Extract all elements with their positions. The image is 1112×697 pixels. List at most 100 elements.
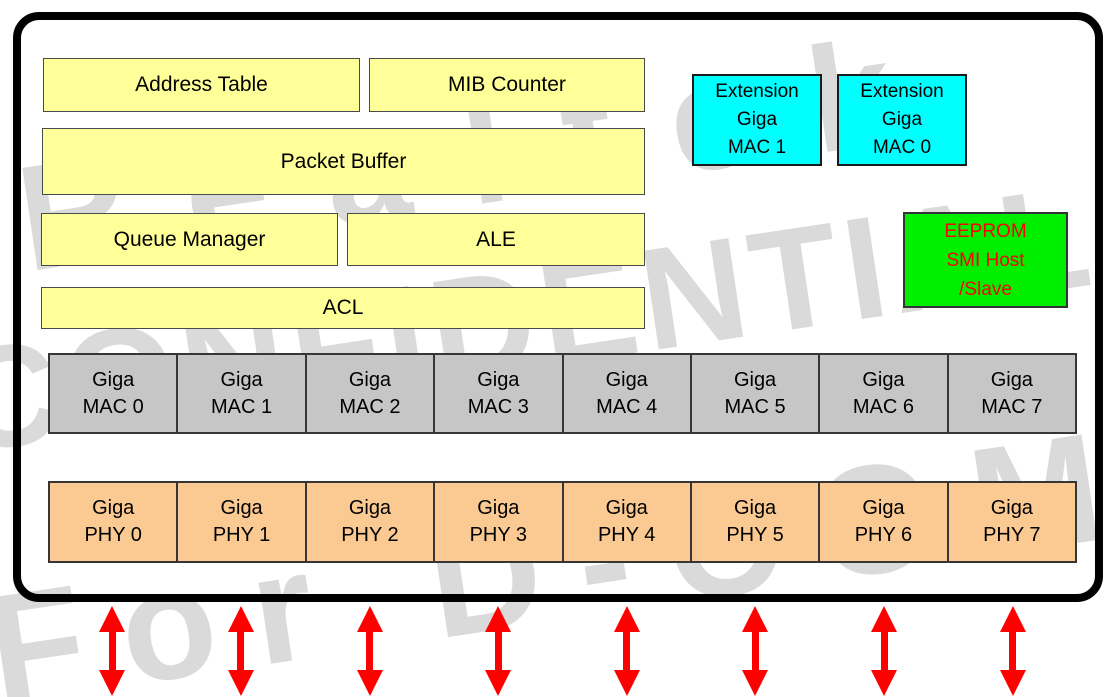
port-arrow-3 [485, 606, 512, 696]
giga-phy-cell-0-line2: PHY 0 [84, 524, 142, 546]
port-arrow-6-head-up [871, 606, 898, 632]
giga-phy-cell-6-line2: PHY 6 [854, 524, 913, 546]
port-arrow-5-shaft [751, 632, 759, 670]
port-arrow-0-head-up [99, 606, 126, 632]
giga-mac-cell-2-line1: Giga [348, 368, 392, 391]
giga-phy-cell-7-line1: Giga [990, 497, 1033, 519]
block-ale: ALE [347, 213, 645, 266]
giga-mac-cell-6-line2: MAC 6 [852, 395, 914, 418]
port-arrow-4-head-down [613, 670, 640, 696]
giga-phy-cell-3-line2: PHY 3 [469, 524, 528, 546]
port-arrow-5-head-down [742, 670, 769, 696]
port-arrow-2-head-up [356, 606, 383, 632]
giga-phy-cell-2-line1: Giga [348, 497, 392, 519]
port-arrow-4-shaft [623, 632, 631, 670]
giga-phy-cell-5-line1: Giga [733, 497, 777, 519]
extension-mac-1-line2: Giga [736, 109, 778, 130]
port-arrow-7-head-down [999, 670, 1026, 696]
giga-phy-cell-7-line2: PHY 7 [983, 524, 1041, 546]
port-arrow-2-shaft [366, 632, 374, 670]
giga-mac-cell-3-line2: MAC 3 [467, 395, 529, 418]
giga-mac-cell-7-line1: Giga [990, 368, 1033, 391]
port-arrow-1 [227, 606, 254, 696]
extension-mac-0-line3: MAC 0 [872, 137, 932, 158]
giga-mac-cell-0-line1: Giga [92, 368, 135, 391]
giga-phy-cell-1-line1: Giga [220, 497, 263, 519]
port-arrow-0 [99, 606, 126, 696]
port-arrow-2 [356, 606, 383, 696]
eeprom-line2: SMI Host [946, 249, 1025, 271]
port-arrow-7-head-up [999, 606, 1026, 632]
extension-mac-1-line3: MAC 1 [727, 137, 787, 158]
block-acl: ACL [41, 287, 645, 329]
eeprom-line3: /Slave [959, 278, 1012, 300]
port-arrow-5 [742, 606, 769, 696]
giga-mac-cell-4-line2: MAC 4 [596, 395, 658, 418]
giga-phy-cell-3-line1: Giga [477, 497, 520, 519]
giga-phy-cell-4-line1: Giga [605, 497, 648, 519]
giga-mac-cell-5-line2: MAC 5 [724, 395, 786, 418]
giga-phy-cell-4-line2: PHY 4 [597, 524, 656, 546]
port-arrow-4 [613, 606, 640, 696]
block-address-table: Address Table [43, 58, 360, 112]
giga-phy-cell-2-line2: PHY 2 [341, 524, 399, 546]
port-arrow-3-head-down [485, 670, 512, 696]
giga-mac-cell-3-line1: Giga [477, 368, 520, 391]
block-extension-giga-mac-1: Extension Giga MAC 1 [692, 74, 822, 166]
eeprom-line1: EEPROM [944, 220, 1027, 242]
port-arrow-4-head-up [613, 606, 640, 632]
extension-mac-0-line2: Giga [881, 109, 923, 130]
port-arrow-6 [871, 606, 898, 696]
port-arrow-6-head-down [871, 670, 898, 696]
giga-mac-cell-7-line2: MAC 7 [981, 395, 1043, 418]
giga-mac-cell-5-line1: Giga [733, 368, 777, 391]
block-queue-manager: Queue Manager [41, 213, 338, 266]
block-extension-giga-mac-0: Extension Giga MAC 0 [837, 74, 967, 166]
extension-mac-1-line1: Extension [715, 81, 799, 102]
giga-mac-cell-1-line2: MAC 1 [211, 395, 273, 418]
port-arrow-7 [999, 606, 1026, 696]
port-arrow-1-head-up [227, 606, 254, 632]
giga-mac-cell-2-line2: MAC 2 [339, 395, 401, 418]
giga-mac-cell-1-line1: Giga [220, 368, 263, 391]
block-packet-buffer: Packet Buffer [42, 128, 645, 195]
block-mib-counter: MIB Counter [369, 58, 645, 112]
block-eeprom-smi: EEPROM SMI Host /Slave [903, 212, 1068, 308]
extension-mac-0-line1: Extension [860, 81, 944, 102]
giga-phy-cell-6-line1: Giga [862, 497, 905, 519]
port-arrow-0-head-down [99, 670, 126, 696]
port-arrow-7-shaft [1009, 632, 1017, 670]
giga-phy-cell-0-line1: Giga [92, 497, 135, 519]
giga-phy-cell-5-line2: PHY 5 [726, 524, 784, 546]
port-arrow-6-shaft [880, 632, 888, 670]
giga-phy-cell-1-line2: PHY 1 [212, 524, 271, 546]
giga-mac-cell-4-line1: Giga [605, 368, 648, 391]
port-arrow-2-head-down [356, 670, 383, 696]
port-arrow-1-head-down [227, 670, 254, 696]
port-arrow-3-head-up [485, 606, 512, 632]
port-arrow-1-shaft [237, 632, 245, 670]
giga-mac-cell-0-line2: MAC 0 [82, 395, 144, 418]
giga-mac-cell-6-line1: Giga [862, 368, 905, 391]
port-arrow-5-head-up [742, 606, 769, 632]
port-arrow-0-shaft [108, 632, 116, 670]
